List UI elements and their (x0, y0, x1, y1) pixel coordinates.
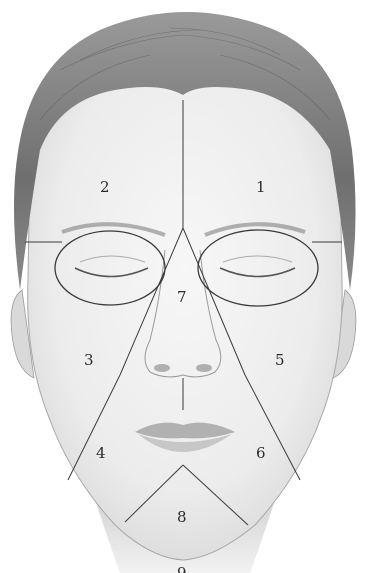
region-label-1: 1 (256, 178, 266, 196)
region-label-9: 9 (177, 564, 187, 573)
region-label-7: 7 (177, 288, 187, 306)
region-label-6: 6 (256, 444, 266, 462)
region-label-8: 8 (177, 508, 187, 526)
region-label-4: 4 (96, 444, 106, 462)
region-label-5: 5 (275, 351, 285, 369)
region-label-2: 2 (100, 178, 110, 196)
region-label-3: 3 (84, 351, 94, 369)
